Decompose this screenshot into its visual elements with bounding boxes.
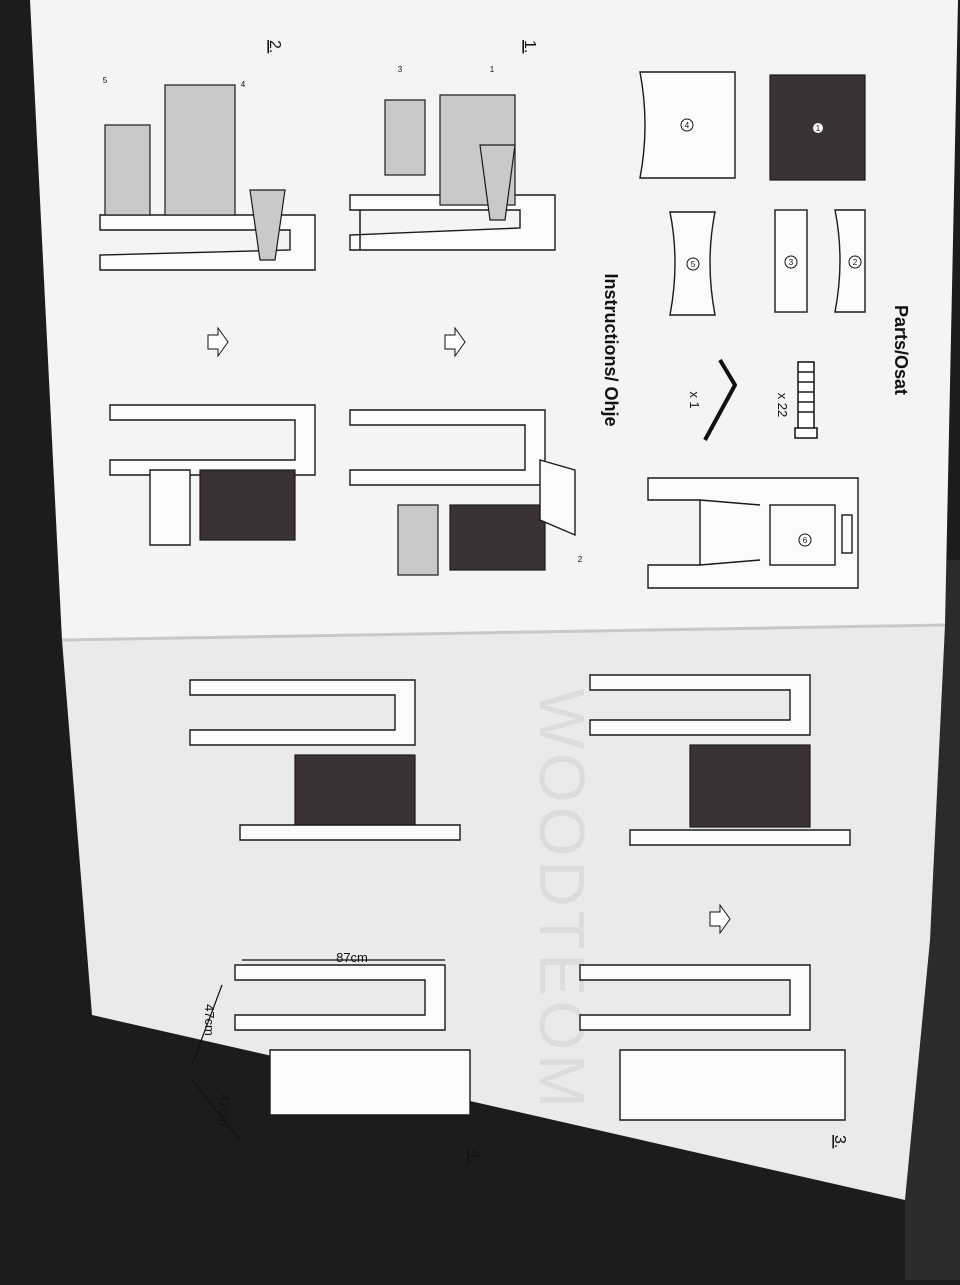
svg-text:1: 1 (816, 124, 821, 133)
step-1-result (349, 409, 576, 576)
key-qty: x 1 (687, 391, 702, 408)
screw-icon (794, 361, 818, 439)
spine-fold (61, 623, 946, 642)
step-4-left-assembly (189, 679, 461, 841)
step-2-label: 2. (266, 40, 283, 53)
step-2-arrow (207, 326, 229, 358)
parts-title: Parts/Osat (891, 305, 911, 395)
step-2-result (109, 404, 316, 546)
step-2-exploded (99, 84, 316, 271)
width-dimension: 42cm (217, 1094, 232, 1126)
depth-dimension-line (191, 984, 223, 1066)
step-1-callout-1: 1 (490, 65, 495, 74)
svg-text:3: 3 (789, 258, 794, 267)
step-3-label: 3. (831, 1135, 848, 1148)
instructions-title: Instructions/ Ohje (601, 273, 621, 426)
part-3: 3 (774, 209, 808, 313)
step-4-final-assembly (234, 964, 471, 1116)
svg-text:5: 5 (691, 260, 696, 269)
step-2-callout-4: 4 (241, 80, 246, 89)
step-1-exploded (349, 94, 556, 251)
depth-dimension: 47cm (202, 1004, 217, 1036)
part-2: 2 (834, 209, 866, 313)
step-1-label: 1. (521, 40, 538, 53)
step-2-callout-5: 5 (103, 76, 108, 85)
svg-text:6: 6 (803, 536, 808, 545)
screws-qty: x 22 (775, 393, 790, 418)
svg-text:2: 2 (853, 258, 858, 267)
step-3-result (589, 674, 851, 846)
part-5: 5 (669, 211, 716, 316)
part-6: 6 (647, 477, 859, 589)
step-1-callout-2: 2 (578, 555, 583, 564)
svg-text:4: 4 (685, 121, 690, 130)
width-dimension-line (191, 1079, 241, 1141)
step-4-label: 4. (466, 1150, 483, 1163)
step-1-arrow (444, 326, 466, 358)
height-dimension: 87cm (336, 950, 368, 965)
step-3-arrow (709, 903, 731, 935)
step-1-callout-3: 3 (398, 65, 403, 74)
part-1: 1 (769, 74, 866, 181)
step-3-exploded (579, 964, 846, 1121)
hex-key-icon (703, 358, 737, 441)
part-4: 4 (639, 71, 736, 179)
watermark: WOODTEOM (526, 688, 598, 1111)
